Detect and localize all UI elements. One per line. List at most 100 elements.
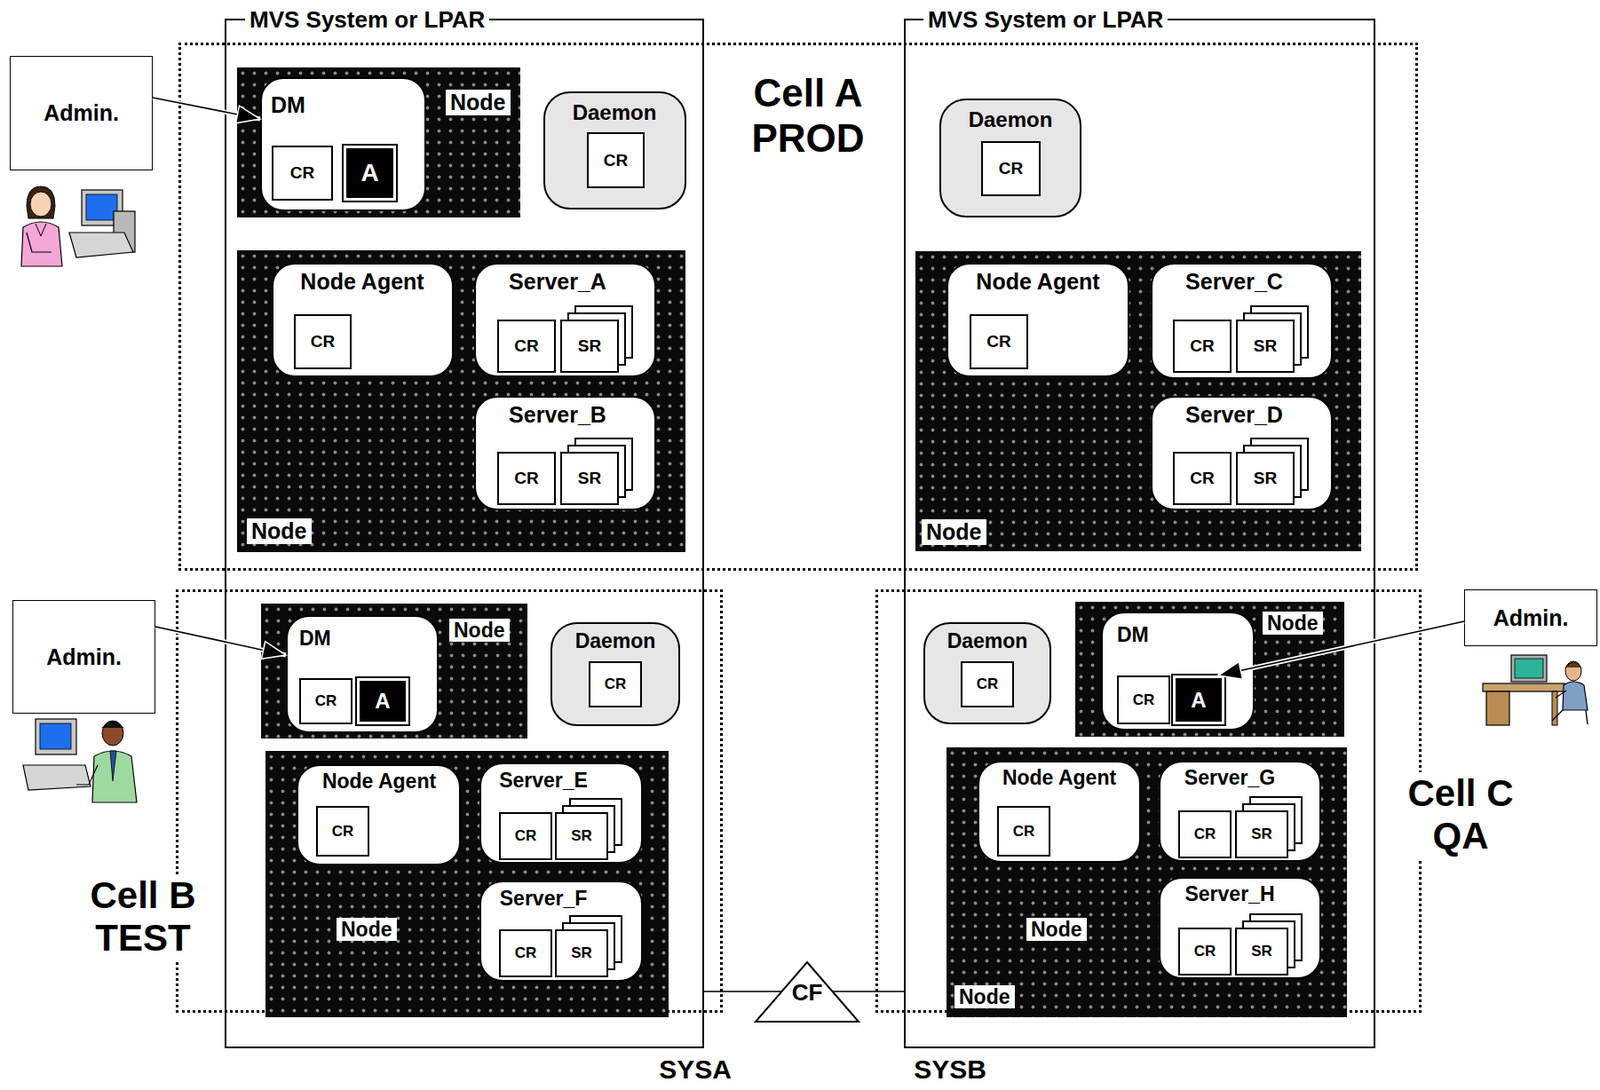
- control-region-box: CR: [499, 812, 553, 861]
- node-agent-box: Node AgentCR: [946, 262, 1130, 378]
- tie: [110, 751, 117, 782]
- admin-box: Admin.: [1464, 589, 1598, 647]
- control-region-box-text: CR: [514, 468, 539, 489]
- node-agent-box: Node AgentCR: [296, 764, 461, 866]
- daemon-box: DaemonCR: [543, 91, 687, 210]
- node-agent-box-text: Node Agent: [300, 269, 424, 295]
- server-box: Server_ECRSR: [479, 762, 643, 864]
- coat: [92, 751, 137, 803]
- node-region: NodeNodeNode AgentCRServer_GCRSRServer_H…: [946, 747, 1347, 1018]
- control-region-box-text: CR: [1189, 468, 1214, 489]
- servant-region-box-text: SR: [578, 468, 602, 489]
- deployment-manager-box-text: DM: [270, 92, 306, 119]
- node-region-text: Node: [1262, 611, 1323, 635]
- screen: [39, 723, 72, 750]
- servant-region-box: SR: [554, 812, 609, 861]
- servant-region-box-text: SR: [1251, 942, 1273, 961]
- connector: [704, 990, 782, 993]
- servant-region-box-text: SR: [578, 336, 602, 357]
- arm: [76, 765, 98, 785]
- control-region-box-text: CR: [603, 150, 628, 171]
- control-region-box: CR: [588, 661, 642, 708]
- control-region-box: CR: [997, 806, 1051, 857]
- head: [30, 191, 52, 217]
- daemon-box-text: Daemon: [575, 629, 657, 653]
- node-region-text: Node: [246, 518, 312, 545]
- daemon-box-text: Daemon: [572, 100, 658, 126]
- daemon-box: DaemonCR: [550, 622, 681, 727]
- control-region-box: CR: [299, 678, 353, 725]
- servant-region-box: SR: [560, 319, 619, 373]
- server-box-text: Server_F: [499, 887, 587, 911]
- node-region-text: Node: [1026, 918, 1087, 942]
- servant-region-box: SR: [560, 451, 619, 506]
- monitor: [1511, 655, 1547, 682]
- deployment-manager-box-text: DM: [299, 626, 332, 650]
- body: [1562, 681, 1588, 711]
- server-box: Server_D CR SR: [1150, 396, 1333, 511]
- servant-region-box-text: SR: [570, 944, 593, 963]
- control-region-box: CR: [293, 314, 352, 370]
- daemon-box-text: Daemon: [968, 107, 1054, 133]
- servant-region-box: SR: [1235, 451, 1295, 506]
- daemon-box-text: Daemon: [947, 629, 1029, 653]
- triangle-shape: [755, 962, 859, 1022]
- keyboard: [23, 765, 91, 791]
- head: [1565, 661, 1582, 682]
- server-box: Server_GCRSR: [1158, 760, 1322, 863]
- control-region-box-text: CR: [514, 827, 538, 846]
- admin-app-box-text: A: [360, 158, 379, 188]
- control-region-box-text: CR: [1189, 336, 1214, 357]
- control-region-box-text: CR: [310, 332, 335, 352]
- node-region: NodeDMCRA: [237, 67, 521, 218]
- control-region-box: CR: [1172, 319, 1232, 373]
- control-region-box: CR: [960, 661, 1014, 708]
- admin-app-box: A: [343, 145, 397, 201]
- collar: [35, 223, 47, 237]
- admin-person: [1482, 655, 1588, 726]
- node-region-text: Node: [954, 985, 1015, 1009]
- server-box: Server_HCRSR: [1158, 877, 1322, 980]
- node-region-text: Node: [921, 519, 987, 546]
- cell-boundary-text: Cell C QA: [1394, 772, 1528, 859]
- server-box-text: Server_B: [508, 402, 607, 428]
- admin-box-text: Admin.: [46, 644, 122, 671]
- hair: [102, 721, 124, 729]
- system-frame-text: MVS System or LPAR: [923, 7, 1168, 34]
- control-region-box: CR: [586, 132, 645, 189]
- control-region-box: CR: [1178, 927, 1232, 976]
- control-region-box-text: CR: [315, 692, 338, 711]
- server-box: Server_FCRSR: [479, 880, 643, 983]
- cell-boundary: Cell A PRODNodeDMCRADaemonCRNodeNode Age…: [178, 42, 1418, 571]
- control-region-box-text: CR: [332, 823, 355, 841]
- node-agent-box: Node AgentCR: [271, 262, 454, 378]
- control-region-box-text: CR: [1013, 823, 1036, 841]
- hair: [26, 186, 56, 219]
- desk-drawers: [1486, 691, 1510, 726]
- legs: [1552, 710, 1588, 725]
- body: [21, 221, 63, 267]
- server-box-text: Server_G: [1184, 766, 1276, 790]
- control-region-box-text: CR: [1132, 691, 1156, 710]
- server-box-text: Server_A: [508, 269, 607, 295]
- node-region: Node Node AgentCR Server_A CR SR Server_B CR SR: [237, 250, 686, 553]
- deployment-manager-box: DMCRA: [285, 615, 439, 734]
- server-box-text: Server_D: [1185, 402, 1284, 428]
- connector-group: [832, 991, 904, 993]
- deployment-manager-box: DMCRA: [260, 77, 427, 212]
- node-region-text: Node: [336, 918, 397, 942]
- admin-app-box: A: [1172, 675, 1225, 725]
- monitor: [35, 719, 77, 755]
- control-region-box-text: CR: [514, 336, 539, 357]
- servant-region-box: SR: [554, 929, 609, 978]
- admin-app-box-text: A: [1190, 688, 1206, 713]
- daemon-box: DaemonCR: [923, 622, 1052, 725]
- control-region-box: CR: [1178, 810, 1232, 859]
- head: [102, 720, 124, 746]
- control-region-box-text: CR: [604, 675, 627, 694]
- control-region-box-text: CR: [986, 332, 1011, 352]
- node-region: NodeDMCRA: [1075, 601, 1345, 737]
